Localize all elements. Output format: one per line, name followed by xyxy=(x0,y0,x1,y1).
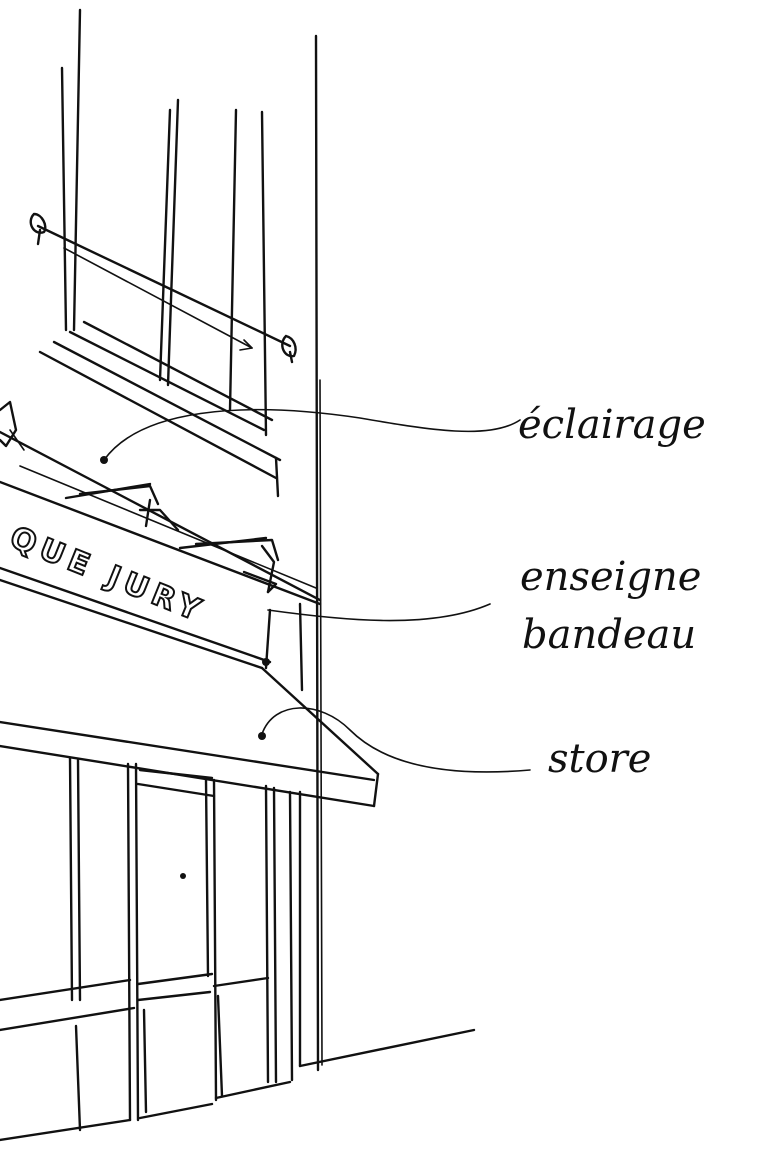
sign-lamp-center xyxy=(66,484,178,530)
building-facade xyxy=(62,10,322,1070)
sign-lamp-right xyxy=(180,538,278,592)
label-store: store xyxy=(548,736,651,782)
shopfront xyxy=(0,758,474,1140)
sign-lettering: QUE JURY xyxy=(5,520,211,630)
label-bandeau: bandeau xyxy=(522,612,696,658)
label-enseigne: enseigne xyxy=(520,554,701,600)
label-eclairage: éclairage xyxy=(518,402,706,448)
